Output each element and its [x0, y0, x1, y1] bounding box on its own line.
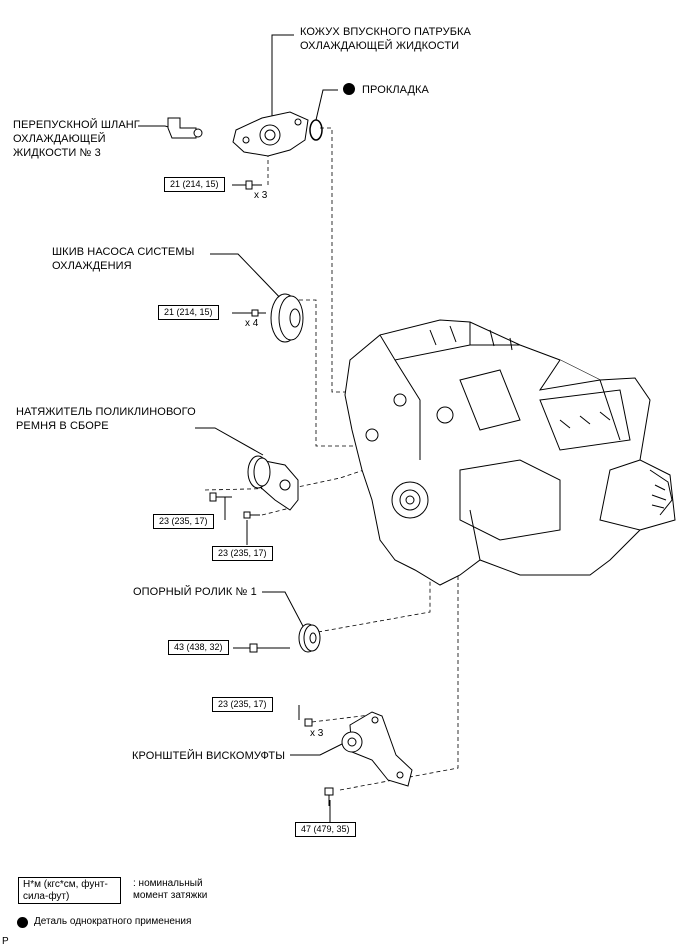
housing-leader	[271, 34, 294, 128]
tensioner-bolt-a	[209, 492, 232, 502]
bracket-part	[341, 711, 413, 787]
single-use-icon	[343, 83, 355, 95]
gasket-part	[309, 119, 323, 141]
legend-single-use-icon	[17, 917, 28, 928]
bypass-hose-label: ПЕРЕПУСКНОЙ ШЛАНГ ОХЛАЖДАЮЩЕЙ ЖИДКОСТИ №…	[13, 119, 140, 159]
idler-label: ОПОРНЫЙ РОЛИК № 1	[133, 586, 257, 598]
housing-bolt	[245, 180, 262, 190]
pulley-label: ШКИВ НАСОСА СИСТЕМЫ ОХЛАЖДЕНИЯ	[52, 246, 195, 272]
pulley-bolt	[251, 309, 266, 317]
legend-unit-description: : номинальный момент затяжки	[133, 878, 208, 901]
tensioner-label: НАТЯЖИТЕЛЬ ПОЛИКЛИНОВОГО РЕМНЯ В СБОРЕ	[16, 406, 196, 432]
tensioner-bolt-b	[243, 511, 260, 519]
bracket-label: КРОНШТЕЙН ВИСКОМУФТЫ	[132, 750, 286, 762]
bracket-leader	[290, 741, 347, 756]
tensioner-leader	[195, 427, 264, 456]
tensioner-part	[247, 455, 299, 511]
housing-label: КОЖУХ ВПУСКНОГО ПАТРУБКА ОХЛАЖДАЮЩЕЙ ЖИД…	[300, 26, 471, 52]
legend-single-use-text: Деталь однократного применения	[34, 916, 192, 927]
engine-part	[344, 319, 676, 586]
gasket-label: ПРОКЛАДКА	[362, 84, 429, 96]
idler-leader	[262, 591, 306, 631]
housing-qty: x 3	[254, 190, 268, 201]
legend-unit-box: Н*м (кгс*см, фунт-сила-фут)	[18, 877, 121, 904]
tensioner-torque-box-b: 23 (235, 17)	[212, 546, 273, 561]
idler-torque-box: 43 (438, 32)	[168, 640, 229, 655]
bracket-qty: x 3	[310, 728, 324, 739]
idler-bolt	[249, 643, 290, 653]
housing-part	[232, 111, 309, 157]
tensioner-torque-box-a: 23 (235, 17)	[153, 514, 214, 529]
bypass-hose-leader	[138, 125, 173, 129]
pulley-torque-box: 21 (214, 15)	[158, 305, 219, 320]
idler-part	[298, 623, 321, 653]
bracket-torque-box-top: 23 (235, 17)	[212, 697, 273, 712]
bracket-torque-box-bottom: 47 (479, 35)	[295, 822, 356, 837]
pulley-qty: x 4	[245, 318, 259, 329]
pulley-part	[270, 293, 304, 343]
bracket-bolt-bottom	[324, 787, 334, 806]
gasket-leader	[315, 89, 338, 121]
bracket-bolt-top	[304, 718, 313, 727]
pulley-leader	[210, 253, 288, 306]
bypass-hose-part	[167, 117, 203, 139]
housing-torque-box: 21 (214, 15)	[164, 177, 225, 192]
corner-mark: P	[2, 936, 9, 947]
